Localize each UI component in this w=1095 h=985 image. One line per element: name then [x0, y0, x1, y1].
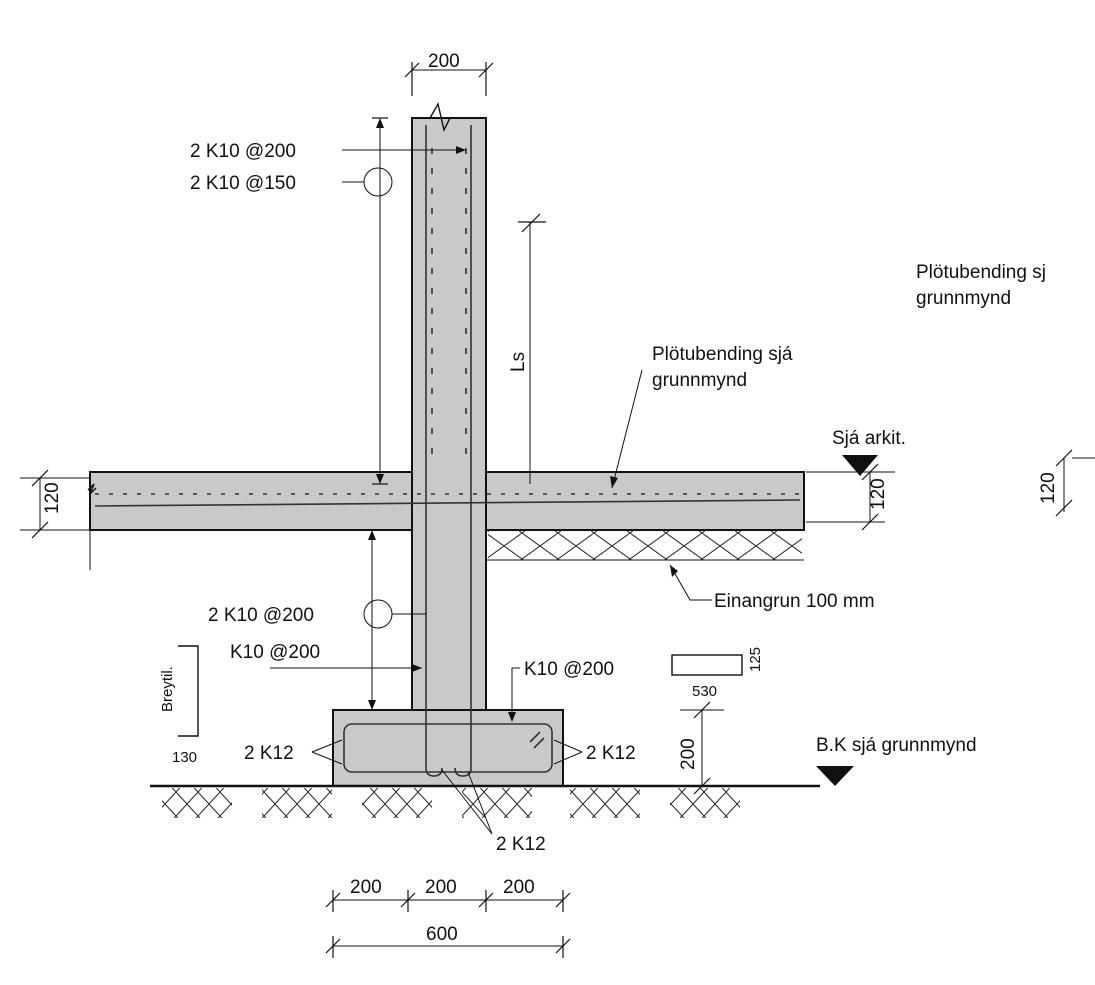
- dim-lap-length-text: Ls: [508, 352, 529, 372]
- footing-stirrup: [343, 723, 553, 773]
- dim-slab-right-text: 120: [868, 478, 889, 510]
- bar-shape-sketch: 530 125: [671, 647, 764, 700]
- dim-slab-far: 120: [1038, 449, 1095, 517]
- dim-slab-left: 120: [20, 469, 90, 539]
- rebar-vertical-2-text: 2 K10 @150: [190, 173, 296, 194]
- dim-footing-height: 200: [678, 701, 724, 795]
- dim-lap-length: Ls: [508, 213, 546, 484]
- dim-slab-right: 120: [806, 463, 895, 531]
- rebar-callout-lower: 2 K10 @200 K10 @200: [208, 530, 426, 710]
- slab-note-far: Plötubending sj grunnmynd: [916, 262, 1046, 309]
- footing-stirrup-text: K10 @200: [524, 659, 614, 680]
- ground: [150, 784, 820, 818]
- wall-rebars: [425, 125, 472, 777]
- wall: [411, 102, 487, 711]
- level-bottom-triangle-icon: [816, 766, 854, 786]
- insulation-text: Einangrun 100 mm: [714, 591, 875, 612]
- footing-left-text: 2 K12: [244, 743, 294, 764]
- breytil-sketch: Breytil. 130: [159, 645, 199, 766]
- level-bottom-text: B.K sjá grunnmynd: [816, 735, 977, 756]
- level-bottom: B.K sjá grunnmynd: [816, 735, 977, 786]
- slab: [87, 471, 805, 570]
- footing-right-text: 2 K12: [586, 743, 636, 764]
- footing-rebar-labels: 2 K12 2 K12 2 K12: [244, 739, 636, 855]
- dim-slab-left-text: 120: [42, 482, 63, 514]
- slab-left-break: [87, 472, 97, 530]
- wall-top-break: [412, 102, 486, 133]
- slab-note-line2: grunnmynd: [652, 370, 747, 391]
- dim-wall-width-text: 200: [428, 51, 460, 72]
- footing-stirrup-note: K10 @200: [508, 659, 614, 722]
- small-length-text: 530: [692, 683, 717, 700]
- dim-bottom-b-text: 200: [425, 877, 457, 898]
- slab-rebars: [94, 493, 801, 507]
- dim-wall-width: 200: [404, 51, 494, 96]
- rebar-lower-1-text: 2 K10 @200: [208, 605, 314, 626]
- dim-bottom: 200 200 200 600: [325, 877, 571, 958]
- level-top-text: Sjá arkit.: [832, 428, 906, 449]
- dim-bottom-c-text: 200: [503, 877, 535, 898]
- breytil-width-text: 130: [172, 749, 197, 766]
- slab-note-line1: Plötubending sjá: [652, 344, 793, 365]
- insulation-note: Einangrun 100 mm: [669, 564, 875, 612]
- dim-slab-far-text: 120: [1038, 472, 1059, 504]
- footing-body: [332, 709, 564, 787]
- footing-bottom-text: 2 K12: [496, 834, 546, 855]
- rebar-vertical-1-text: 2 K10 @200: [190, 141, 296, 162]
- insulation-zone: [488, 531, 802, 560]
- footing: [332, 709, 564, 787]
- slab-note: Plötubending sjá grunnmynd: [610, 344, 793, 489]
- slab-note2-line2: grunnmynd: [916, 288, 1011, 309]
- slab-note2-line1: Plötubending sj: [916, 262, 1046, 283]
- breytil-text: Breytil.: [159, 666, 176, 712]
- level-top-triangle-icon: [842, 455, 878, 476]
- slab-left: [89, 471, 413, 531]
- wall-body: [411, 117, 487, 711]
- dim-footing-height-text: 200: [678, 738, 699, 770]
- level-top: Sjá arkit.: [832, 428, 906, 476]
- dim-bottom-a-text: 200: [350, 877, 382, 898]
- dim-bottom-total-text: 600: [426, 924, 458, 945]
- small-height-text: 125: [747, 647, 764, 672]
- rebar-lower-2-text: K10 @200: [230, 642, 320, 663]
- rebar-callout-upper: 2 K10 @200 2 K10 @150: [190, 117, 466, 485]
